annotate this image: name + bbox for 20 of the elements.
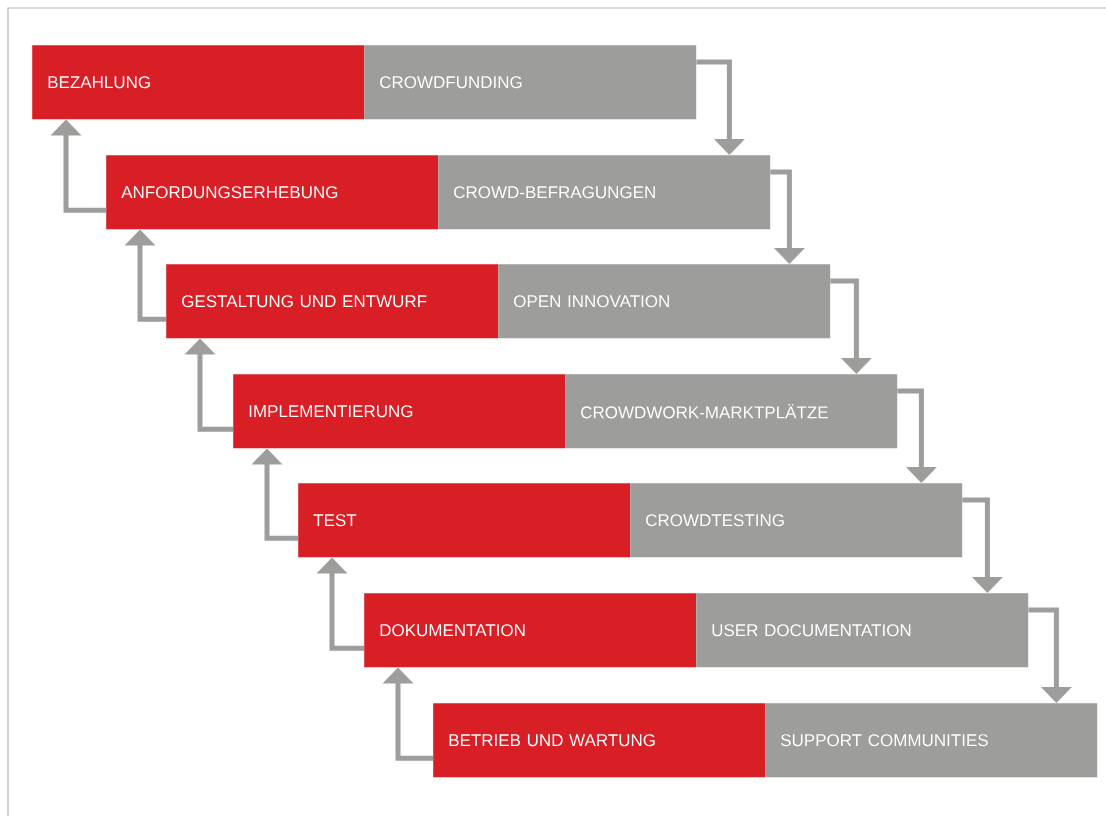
down-arrow bbox=[770, 169, 805, 264]
phase-box: DOKUMENTATION bbox=[364, 593, 697, 668]
method-box: CROWDFUNDING bbox=[364, 45, 697, 120]
phase-box: TEST bbox=[298, 483, 631, 558]
down-arrow bbox=[830, 278, 872, 374]
method-box: CROWDWORK-MARKTPLÄTZE bbox=[565, 374, 898, 449]
method-box: OPEN INNOVATION bbox=[498, 264, 831, 339]
down-arrow bbox=[696, 59, 745, 155]
method-box: CROWD-BEFRAGUNGEN bbox=[438, 155, 771, 230]
down-arrow bbox=[1028, 607, 1072, 703]
method-box: CROWDTESTING bbox=[630, 483, 963, 558]
method-box: USER DOCUMENTATION bbox=[696, 593, 1029, 668]
down-arrow bbox=[962, 497, 1003, 593]
phase-box: ANFORDUNGSERHEBUNG bbox=[106, 155, 439, 230]
phase-box: BEZAHLUNG bbox=[32, 45, 365, 120]
down-arrow bbox=[897, 388, 937, 483]
phase-box: GESTALTUNG UND ENTWURF bbox=[166, 264, 499, 339]
method-box: SUPPORT COMMUNITIES bbox=[765, 703, 1098, 778]
phase-box: IMPLEMENTIERUNG bbox=[233, 374, 566, 449]
phase-box: BETRIEB UND WARTUNG bbox=[433, 703, 766, 778]
